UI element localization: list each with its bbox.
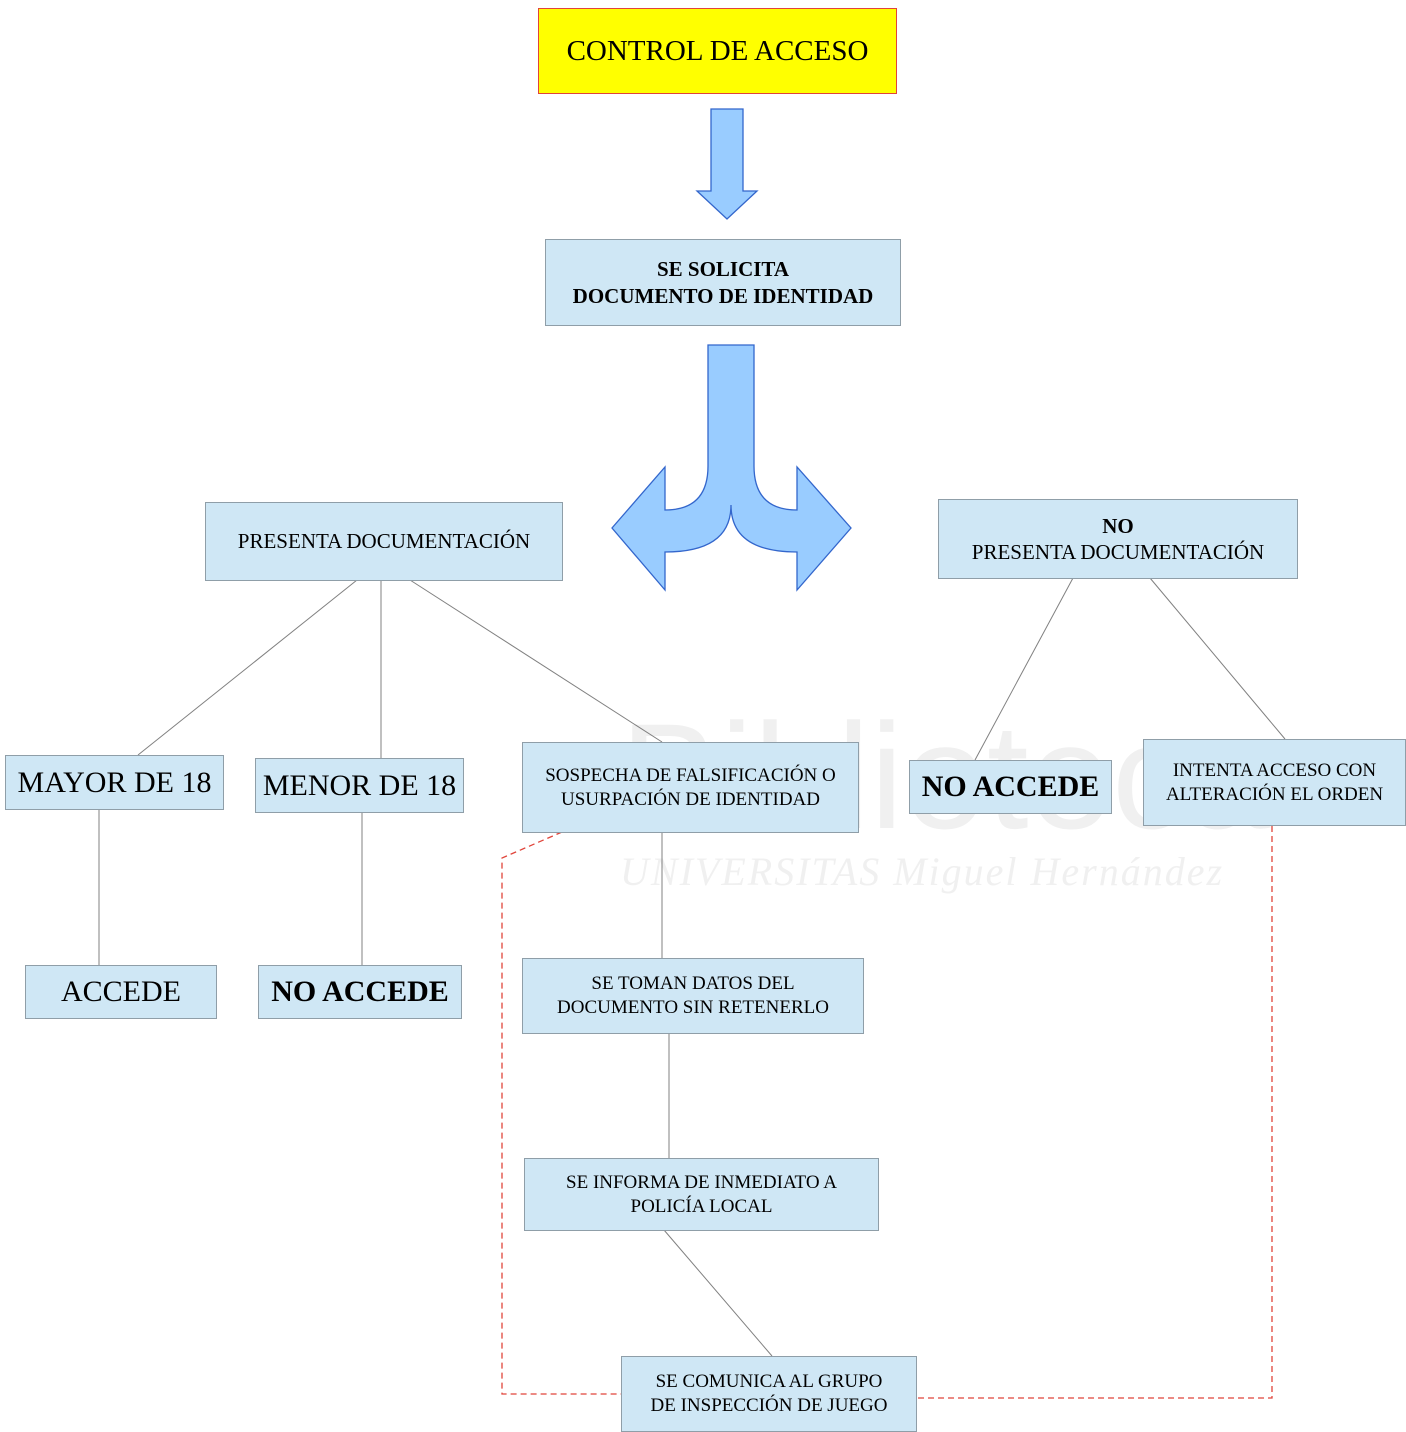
solicita-line-1: SE SOLICITA <box>656 257 790 282</box>
solicita-documento-box: SE SOLICITA DOCUMENTO DE IDENTIDAD <box>545 239 901 326</box>
menor-de-18-box: MENOR DE 18 <box>255 758 464 813</box>
split-arrow-icon <box>611 344 852 592</box>
accede-label: ACCEDE <box>61 975 181 1009</box>
connector-nopresenta-noaccede <box>974 577 1074 761</box>
connector-presenta-sospecha <box>409 579 663 743</box>
toman-line-2: DOCUMENTO SIN RETENERLO <box>557 997 829 1018</box>
control-acceso-label: CONTROL DE ACCESO <box>566 34 869 67</box>
connector-nopresenta-intenta <box>1149 577 1286 740</box>
toman-datos-box: SE TOMAN DATOS DEL DOCUMENTO SIN RETENER… <box>522 958 864 1034</box>
presenta-documentacion-box: PRESENTA DOCUMENTACIÓN <box>205 502 563 581</box>
no-presenta-documentacion-box: NO PRESENTA DOCUMENTACIÓN <box>938 499 1298 579</box>
solicita-line-2: DOCUMENTO DE IDENTIDAD <box>572 283 874 308</box>
dashed-link-intenta-comunica <box>917 826 1273 1399</box>
mayor-de-18-box: MAYOR DE 18 <box>5 755 224 810</box>
no-accede-right-label: NO ACCEDE <box>921 770 1100 804</box>
no-accede-right-box: NO ACCEDE <box>909 760 1112 814</box>
accede-box: ACCEDE <box>25 965 217 1019</box>
connector-presenta-mayor <box>137 579 358 756</box>
dashed-link-sospecha-comunica <box>501 831 622 1395</box>
informa-policia-box: SE INFORMA DE INMEDIATO A POLICÍA LOCAL <box>524 1158 879 1231</box>
sospecha-line-1: SOSPECHA DE FALSIFICACIÓN O <box>545 764 836 786</box>
intenta-line-2: ALTERACIÓN EL ORDEN <box>1165 783 1384 805</box>
no-accede-left-label: NO ACCEDE <box>271 975 449 1009</box>
sospecha-box: SOSPECHA DE FALSIFICACIÓN O USURPACIÓN D… <box>522 742 859 833</box>
down-arrow-icon <box>695 108 759 220</box>
comunica-grupo-box: SE COMUNICA AL GRUPO DE INSPECCIÓN DE JU… <box>621 1356 917 1432</box>
comunica-line-2: DE INSPECCIÓN DE JUEGO <box>650 1395 888 1416</box>
no-accede-left-box: NO ACCEDE <box>258 965 462 1019</box>
connector-informa-comunica <box>663 1229 773 1357</box>
intenta-acceso-box: INTENTA ACCESO CON ALTERACIÓN EL ORDEN <box>1143 739 1406 826</box>
control-acceso-box: CONTROL DE ACCESO <box>538 8 897 94</box>
mayor-label: MAYOR DE 18 <box>17 765 212 799</box>
informa-line-1: SE INFORMA DE INMEDIATO A <box>566 1171 837 1193</box>
menor-label: MENOR DE 18 <box>262 768 457 802</box>
informa-line-2: POLICÍA LOCAL <box>630 1195 773 1217</box>
sospecha-line-2: USURPACIÓN DE IDENTIDAD <box>561 788 820 810</box>
comunica-line-1: SE COMUNICA AL GRUPO <box>655 1371 883 1393</box>
toman-line-1: SE TOMAN DATOS DEL <box>591 973 795 995</box>
no-presenta-line-1: NO <box>1102 513 1134 538</box>
no-presenta-line-2: PRESENTA DOCUMENTACIÓN <box>971 540 1265 564</box>
intenta-line-1: INTENTA ACCESO CON <box>1172 759 1377 781</box>
presenta-label: PRESENTA DOCUMENTACIÓN <box>237 529 531 554</box>
